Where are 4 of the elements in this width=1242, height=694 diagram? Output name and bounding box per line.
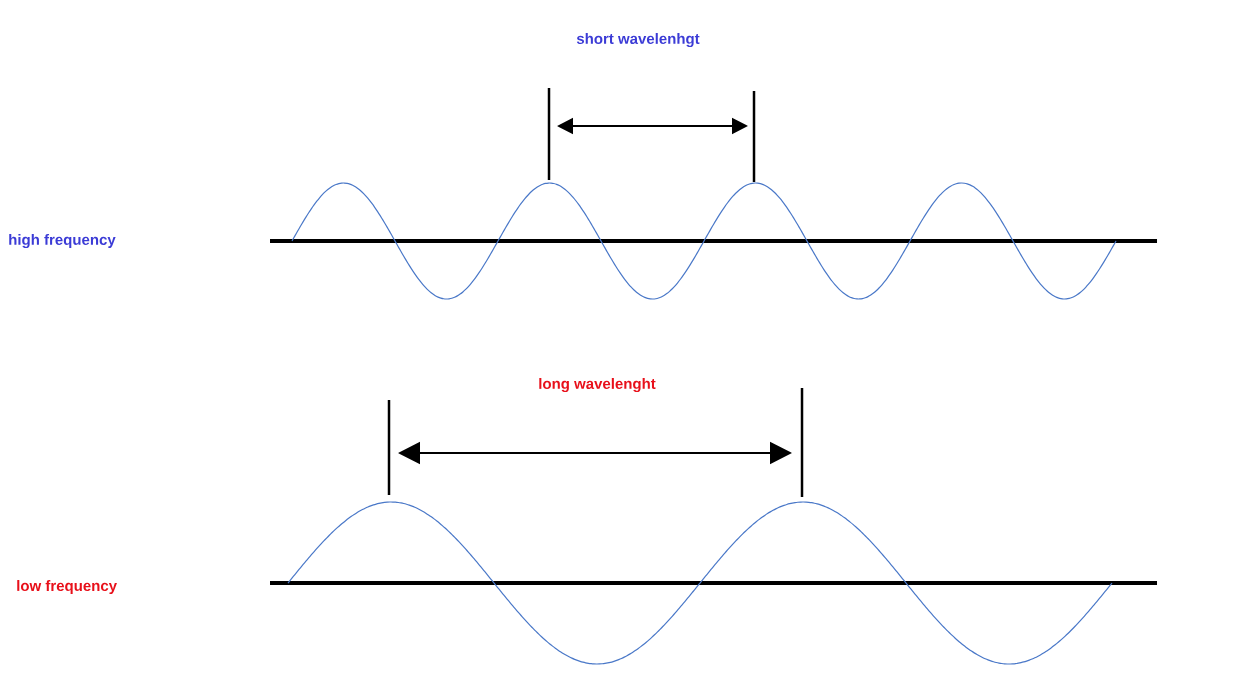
label: short wavelenhgt [576, 33, 700, 48]
label: long wavelenght [539, 378, 656, 393]
label: low frequency [17, 580, 117, 594]
label: high frequency [9, 234, 116, 249]
